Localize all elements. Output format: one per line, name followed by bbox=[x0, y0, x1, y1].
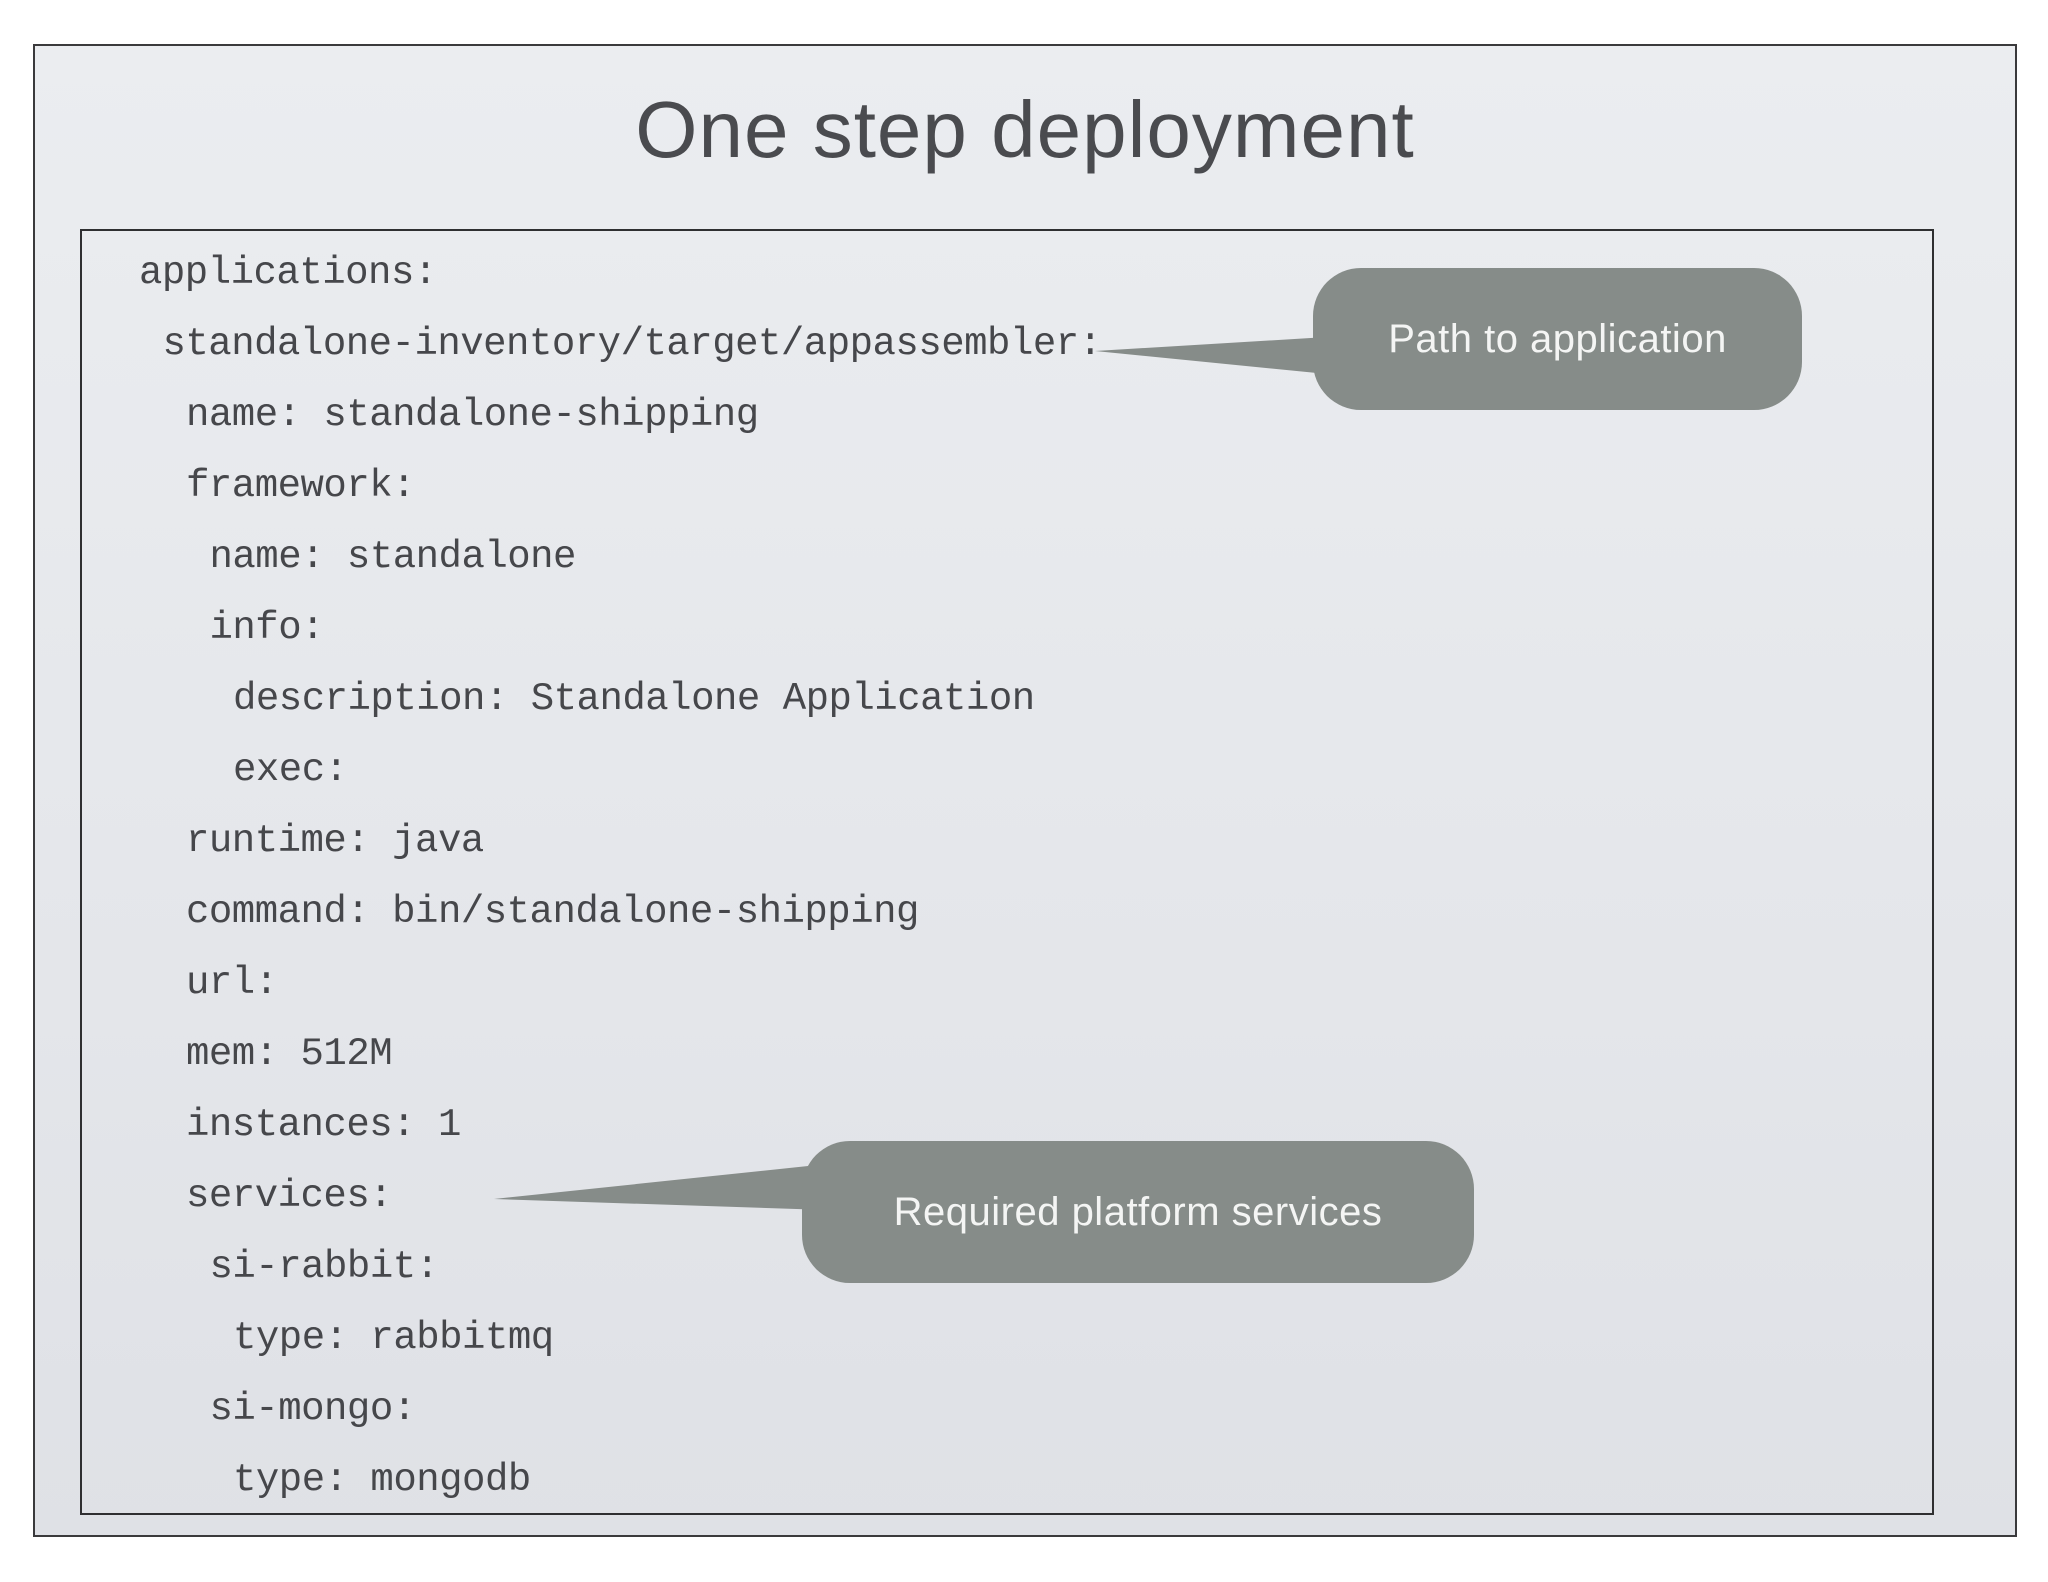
callout-required-platform-services: Required platform services bbox=[802, 1141, 1474, 1283]
yaml-code-line: instances: 1 bbox=[186, 1102, 461, 1147]
yaml-code-line: services: bbox=[186, 1173, 393, 1218]
slide-title: One step deployment bbox=[635, 85, 1415, 174]
yaml-code-line: type: mongodb bbox=[233, 1457, 531, 1502]
yaml-code-line: name: standalone bbox=[209, 534, 577, 579]
yaml-code-line: framework: bbox=[186, 463, 416, 508]
yaml-code-line: runtime: java bbox=[186, 818, 484, 863]
yaml-code-line: description: Standalone Application bbox=[233, 676, 1035, 721]
yaml-code-lines: applications: standalone-inventory/target… bbox=[82, 231, 1932, 1515]
yaml-code-line: url: bbox=[186, 960, 278, 1005]
yaml-code-box: applications: standalone-inventory/target… bbox=[80, 229, 1934, 1515]
yaml-code-line: info: bbox=[209, 605, 325, 650]
yaml-code-line: mem: 512M bbox=[186, 1031, 393, 1076]
yaml-code-line: standalone-inventory/target/appassembler… bbox=[162, 321, 1103, 366]
slide: One step deployment applications: standal… bbox=[33, 44, 2017, 1537]
yaml-code-line: type: rabbitmq bbox=[233, 1315, 554, 1360]
yaml-code-line: si-mongo: bbox=[209, 1386, 417, 1431]
yaml-code-line: exec: bbox=[233, 747, 348, 792]
callout-required-platform-services-label: Required platform services bbox=[893, 1189, 1383, 1234]
yaml-code-line: command: bin/standalone-shipping bbox=[186, 889, 919, 934]
yaml-code-line: name: standalone-shipping bbox=[186, 392, 759, 437]
callout-path-to-application: Path to application bbox=[1313, 268, 1802, 410]
yaml-code-line: si-rabbit: bbox=[209, 1244, 440, 1289]
yaml-code-line: applications: bbox=[139, 250, 437, 295]
callout-path-to-application-label: Path to application bbox=[1388, 316, 1727, 361]
